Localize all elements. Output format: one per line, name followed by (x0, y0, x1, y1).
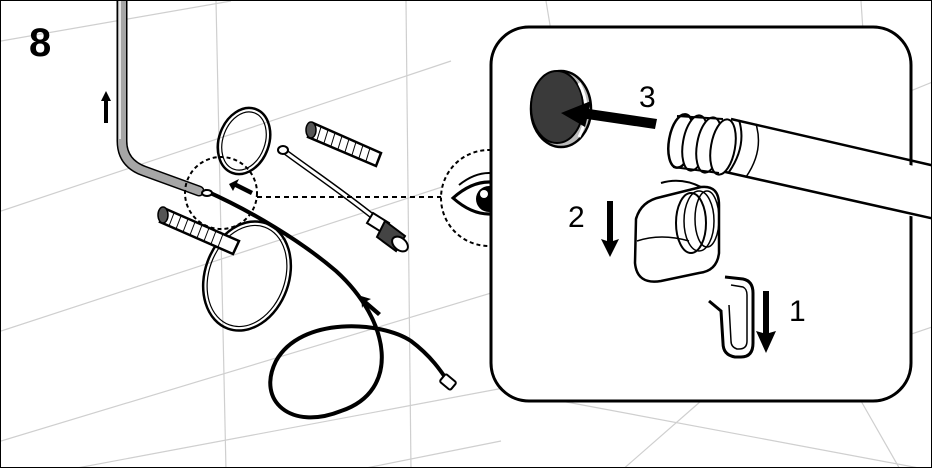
step-number: 8 (29, 21, 52, 65)
zoom-circle-small (184, 156, 258, 230)
arrow-down-icon-2 (601, 201, 619, 257)
callout-2: 2 (568, 201, 585, 234)
arrow-down-icon-1 (756, 291, 776, 353)
callout-1: 1 (789, 295, 806, 328)
cable-connector-end (439, 373, 457, 391)
threaded-bolt-top (305, 121, 383, 168)
threaded-bolt-bottom (157, 206, 241, 256)
o-ring-large-inner (206, 224, 288, 328)
o-ring-large (201, 220, 293, 332)
split-sleeve (633, 179, 721, 283)
u-clip (708, 275, 755, 359)
o-ring-small (216, 106, 272, 176)
wall-hole (201, 189, 213, 197)
o-ring-small-inner (221, 111, 267, 171)
end-cap (529, 69, 593, 149)
black-cable (204, 189, 451, 420)
arrow-icon-cable (361, 296, 381, 316)
arrow-icon-hole (229, 179, 253, 195)
grey-hose (116, 1, 205, 197)
arrow-up-icon (101, 91, 111, 123)
ribbed-hose (667, 113, 931, 221)
flex-hose-connector (277, 145, 409, 253)
callout-3: 3 (639, 81, 656, 114)
arrow-right-icon (561, 101, 657, 129)
